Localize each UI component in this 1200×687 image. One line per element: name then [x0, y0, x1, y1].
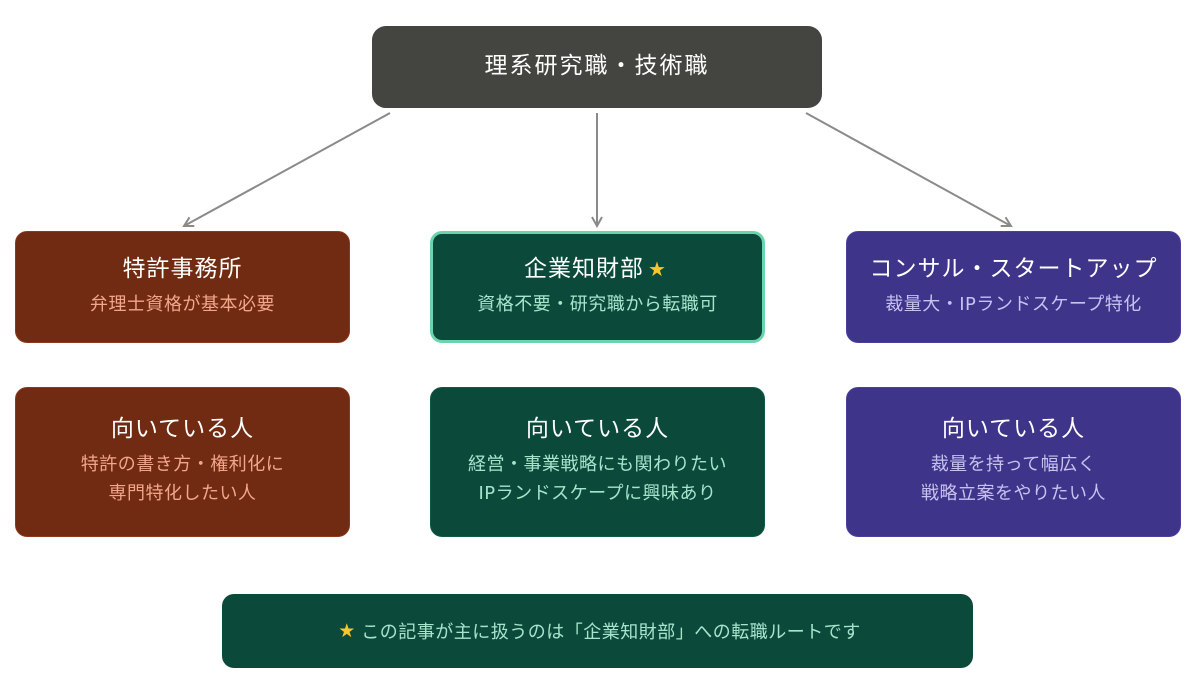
branch-subtitle: 裁量大・IPランドスケープ特化 — [885, 293, 1142, 315]
fit-patent-office: 向いている人 特許の書き方・権利化に 専門特化したい人 — [15, 387, 350, 537]
star-icon: ★ — [648, 256, 667, 281]
branch-subtitle: 資格不要・研究職から転職可 — [477, 293, 718, 315]
branch-title: 特許事務所 — [122, 255, 243, 282]
fit-line: 経営・事業戦略にも関わりたい — [468, 454, 727, 476]
star-icon: ★ — [338, 620, 356, 642]
fit-title: 向いている人 — [525, 416, 670, 443]
fit-line: 特許の書き方・権利化に — [80, 454, 285, 476]
fit-line: IPランドスケープに興味あり — [478, 482, 717, 504]
fit-corporate-ip: 向いている人 経営・事業戦略にも関わりたい IPランドスケープに興味あり — [430, 387, 765, 537]
fit-consulting: 向いている人 裁量を持って幅広く 戦略立案をやりたい人 — [846, 387, 1181, 537]
arrow-to-patent-office — [184, 112, 391, 226]
footer-text: この記事が主に扱うのは「企業知財部」への転職ルートです — [361, 622, 861, 643]
branch-title: コンサル・スタートアップ — [869, 255, 1158, 282]
fit-line: 専門特化したい人 — [108, 482, 257, 504]
branch-patent-office: 特許事務所 弁理士資格が基本必要 — [15, 231, 350, 343]
branch-corporate-ip: 企業知財部★ 資格不要・研究職から転職可 — [430, 231, 765, 343]
footer-note: ★ この記事が主に扱うのは「企業知財部」への転職ルートです — [222, 594, 973, 668]
root-node: 理系研究職・技術職 — [372, 26, 822, 108]
branch-consulting: コンサル・スタートアップ 裁量大・IPランドスケープ特化 — [846, 231, 1181, 343]
root-label: 理系研究職・技術職 — [484, 53, 710, 80]
branch-subtitle: 弁理士資格が基本必要 — [90, 293, 275, 315]
fit-line: 裁量を持って幅広く — [930, 454, 1097, 476]
fit-title: 向いている人 — [110, 416, 255, 443]
fit-title: 向いている人 — [941, 416, 1086, 443]
fit-line: 戦略立案をやりたい人 — [921, 482, 1106, 504]
arrow-to-consulting — [805, 112, 1011, 226]
branch-title: 企業知財部 — [524, 255, 645, 282]
